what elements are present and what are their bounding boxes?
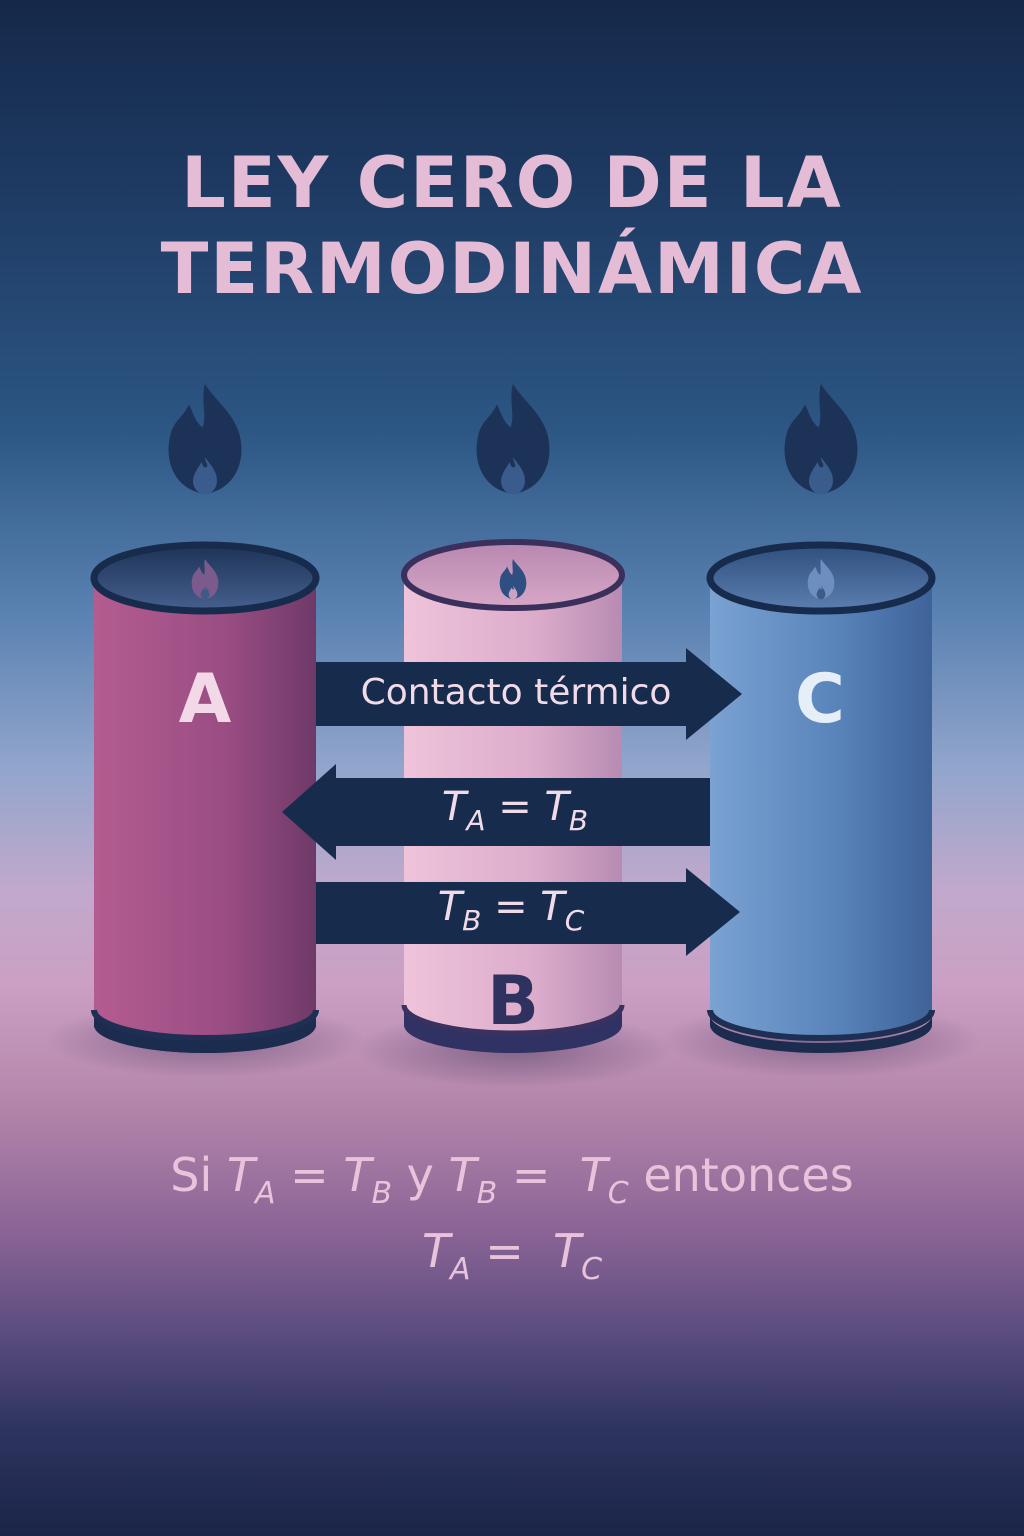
title-line-1: LEY CERO DE LA [181, 142, 843, 224]
cylinder-c [706, 541, 936, 1053]
flame-icon [168, 383, 242, 495]
equation-tb-tc: TB = TC [437, 884, 585, 937]
flame-icon [476, 383, 550, 495]
arrow-tb-tc [316, 868, 740, 956]
conclusion-line-2: TA = TC [421, 1224, 603, 1287]
label-c: C [795, 660, 845, 739]
title-line-2: TERMODINÁMICA [160, 228, 864, 310]
cylinder-a [90, 541, 320, 1053]
conclusion-line-1: Si TA = TB y TB = TC entonces [170, 1148, 854, 1211]
contact-label: Contacto térmico [360, 672, 672, 713]
equation-ta-tb: TA = TB [441, 784, 589, 837]
label-b: B [487, 962, 539, 1041]
arrow-ta-tb [282, 764, 710, 860]
label-a: A [178, 660, 232, 739]
page-title: LEY CERO DE LA TERMODINÁMICA [0, 140, 1024, 312]
flame-icon [784, 383, 858, 495]
arrow-contact [316, 648, 742, 740]
